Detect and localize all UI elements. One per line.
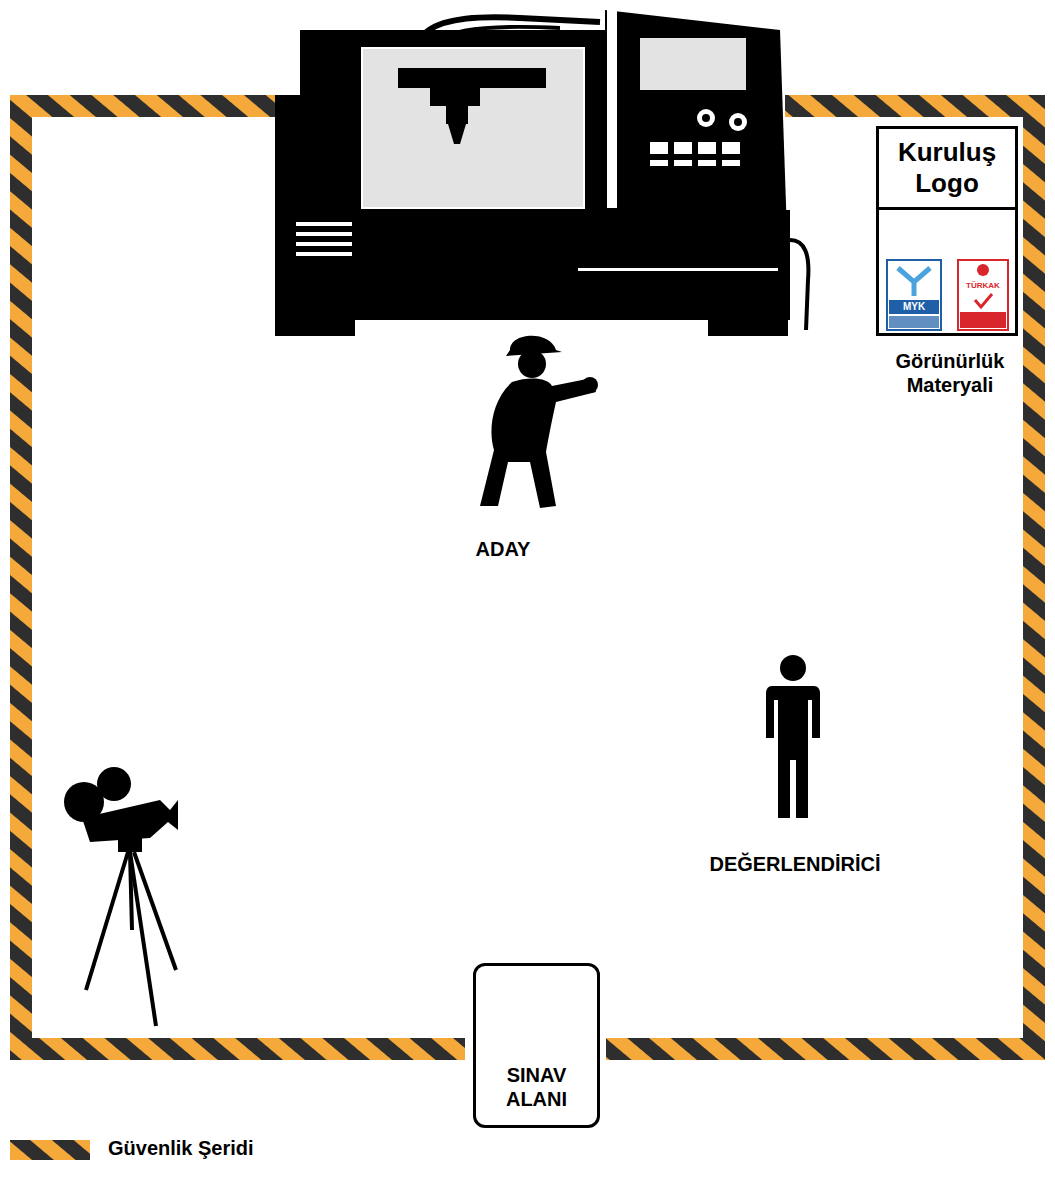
myk-logo-text: MYK (889, 301, 939, 313)
evaluator-label: DEĞERLENDİRİCİ (675, 852, 915, 876)
evaluator-figure (766, 655, 820, 818)
legend-text: Güvenlik Şeridi (108, 1137, 254, 1160)
node-label: Kuruluş Logo (883, 137, 1011, 199)
camera-tripod (64, 767, 178, 1026)
accreditation-logos (887, 260, 1008, 330)
legend-swatch (10, 1140, 90, 1160)
board-caption: Görünürlük Materyali (865, 349, 1035, 397)
exam-area-sign: SINAV ALANI (473, 963, 600, 1128)
visibility-board: Görünürlük MateryaliKuruluş Logo (876, 126, 1018, 336)
logo-box: Kuruluş Logo (879, 129, 1015, 210)
turkak-logo-text: TÜRKAK (960, 281, 1006, 291)
cnc-machine (275, 8, 808, 336)
candidate-figure (480, 336, 598, 508)
node-label: SINAV ALANI (484, 1063, 589, 1111)
candidate-label: ADAY (433, 537, 573, 561)
